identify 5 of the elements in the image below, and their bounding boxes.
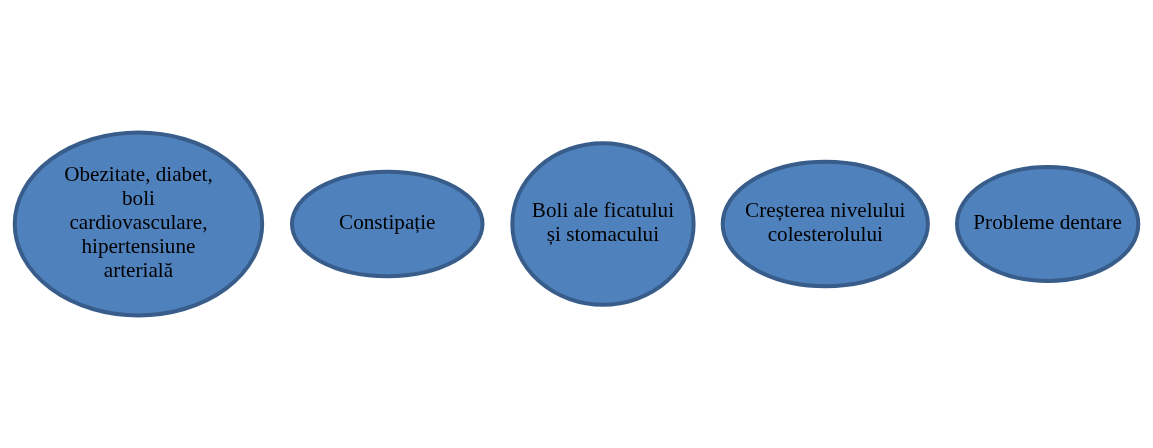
node-ellipse: Boli ale ficatului și stomacului [510, 141, 696, 307]
node-ellipse: Obezitate, diabet, boli cardiovasculare, hipertensiune arterială [12, 130, 265, 318]
node-ellipse: Constipație [289, 169, 485, 279]
node-ellipse: Probleme dentare [955, 165, 1141, 283]
node-ellipse: Creșterea nivelului colesterolului [720, 159, 930, 289]
